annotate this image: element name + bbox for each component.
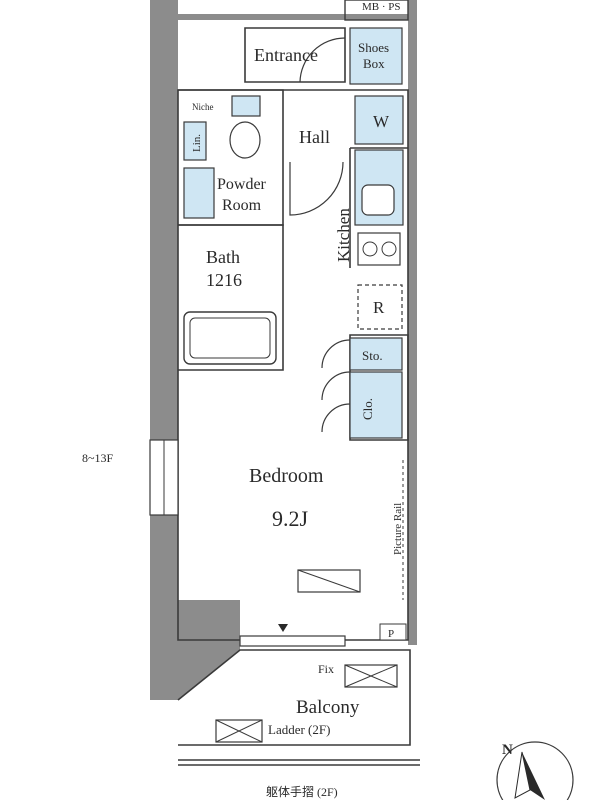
lin-label: Lin. — [191, 134, 203, 152]
north-label: N — [502, 742, 513, 758]
clo-fixture — [349, 371, 403, 439]
kitchen-sink-bowl — [361, 184, 395, 216]
balcony-outline — [177, 649, 411, 746]
bath-outline — [178, 224, 284, 371]
p-label: P — [388, 628, 394, 640]
closet-door-arc-2 — [321, 371, 351, 401]
powder-room-label-2: Room — [222, 197, 262, 214]
shoes-box-label-1: Shoes — [358, 40, 389, 55]
west-structural-wall-lower — [150, 515, 178, 700]
east-wall — [408, 0, 417, 645]
washer-fixture — [354, 95, 404, 145]
west-column — [178, 600, 240, 700]
clo-label: Clo. — [360, 398, 375, 420]
powder-sink-fixture — [183, 167, 215, 219]
kitchen-outline — [349, 147, 408, 268]
refrigerator-box — [357, 284, 403, 330]
fix-label: Fix — [318, 662, 334, 676]
bathtub-icon — [183, 311, 277, 365]
ladder-label: Ladder (2F) — [268, 722, 330, 737]
picture-rail-label: Picture Rail — [392, 503, 404, 555]
shoes-box-label-2: Box — [363, 56, 385, 71]
bath-size-label: 1216 — [206, 270, 242, 290]
entrance-label: Entrance — [254, 45, 318, 65]
entrance-door-arc — [299, 37, 346, 83]
niche-fixture — [231, 95, 261, 117]
powder-room-label-1: Powder — [217, 176, 267, 193]
stove-icon — [357, 232, 401, 266]
p-box — [379, 623, 407, 641]
mb-ps-shaft — [344, 0, 409, 21]
closet-door-arc-1 — [321, 339, 351, 369]
niche-label: Niche — [192, 102, 214, 112]
floors-label: 8~13F — [82, 451, 113, 465]
bedroom-label: Bedroom — [249, 465, 324, 487]
mb-ps-label: MB · PS — [362, 1, 401, 13]
bedroom-size-label: 9.2J — [272, 506, 309, 531]
shoes-box-fixture — [349, 27, 403, 85]
balcony-label: Balcony — [296, 697, 360, 718]
bath-label: Bath — [206, 247, 240, 267]
entry-marker-icon — [278, 624, 288, 632]
w-label: W — [373, 112, 390, 131]
sto-label: Sto. — [362, 348, 383, 363]
sto-fixture — [349, 337, 403, 371]
closet-door-arc-3 — [321, 403, 351, 433]
hall-door-arc — [289, 161, 344, 216]
kitchen-label: Kitchen — [334, 208, 353, 262]
toilet-icon — [229, 121, 261, 159]
railing-label: 躯体手摺 (2F) — [266, 784, 338, 799]
entrance-outline — [244, 27, 346, 83]
north-arrow-icon — [496, 741, 574, 800]
top-wall — [178, 14, 408, 20]
r-label: R — [373, 298, 385, 317]
west-structural-wall — [150, 0, 178, 440]
hall-label: Hall — [299, 127, 330, 147]
linen-fixture — [183, 121, 207, 161]
balcony-door — [239, 635, 346, 647]
